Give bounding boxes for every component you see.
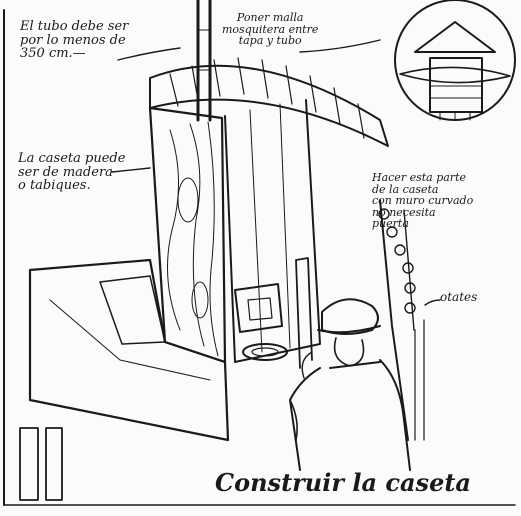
- curved-wall-note: Hacer esta parte de la caseta con muro c…: [372, 172, 473, 230]
- tube-note-line: El tubo debe ser: [20, 19, 129, 34]
- wood-note-line: La caseta puede: [18, 151, 126, 166]
- wall-note-line: puerta: [372, 217, 409, 231]
- latrine-seat: [234, 283, 288, 361]
- wall-note-line: Hacer esta parte: [372, 171, 466, 184]
- wood-note-line: ser de madera: [18, 164, 113, 180]
- tube-height-note: El tubo debe ser por lo menos de 350 cm.…: [20, 20, 128, 61]
- page-caption: Construir la caseta: [215, 468, 471, 497]
- mesh-detail-circle: [394, 0, 516, 121]
- stone-pointer: [424, 299, 441, 306]
- mesh-pointer: [299, 39, 381, 53]
- mesh-note-line: tapa y tubo: [238, 34, 302, 48]
- mesh-note: Poner malla mosquitera entre tapa y tubo: [222, 12, 318, 47]
- mesh-note-line: mosquitera entre: [222, 22, 319, 36]
- wood-note-line: o tabiques.: [18, 178, 91, 194]
- wood-pointer: [111, 167, 151, 173]
- wood-note: La caseta puede ser de madera o tabiques…: [18, 152, 125, 193]
- wall-note-line: de la caseta: [372, 182, 439, 196]
- stones-label: otates: [440, 290, 478, 304]
- tube-note-line: 350 cm.—: [20, 46, 86, 62]
- wall-note-line: no necesita: [372, 205, 436, 219]
- wall-note-line: con muro curvado: [372, 194, 474, 208]
- curved-stone-wall: [378, 199, 425, 441]
- tube-note-line: por lo menos de: [20, 32, 126, 48]
- base-platform: [28, 258, 230, 442]
- mesh-note-line: Poner malla: [236, 11, 304, 24]
- corrugated-roof: [149, 57, 389, 147]
- tube-pointer: [117, 47, 181, 61]
- door-sketch: [19, 427, 63, 501]
- worker-figure: [289, 257, 411, 471]
- vent-tube: [196, 0, 212, 122]
